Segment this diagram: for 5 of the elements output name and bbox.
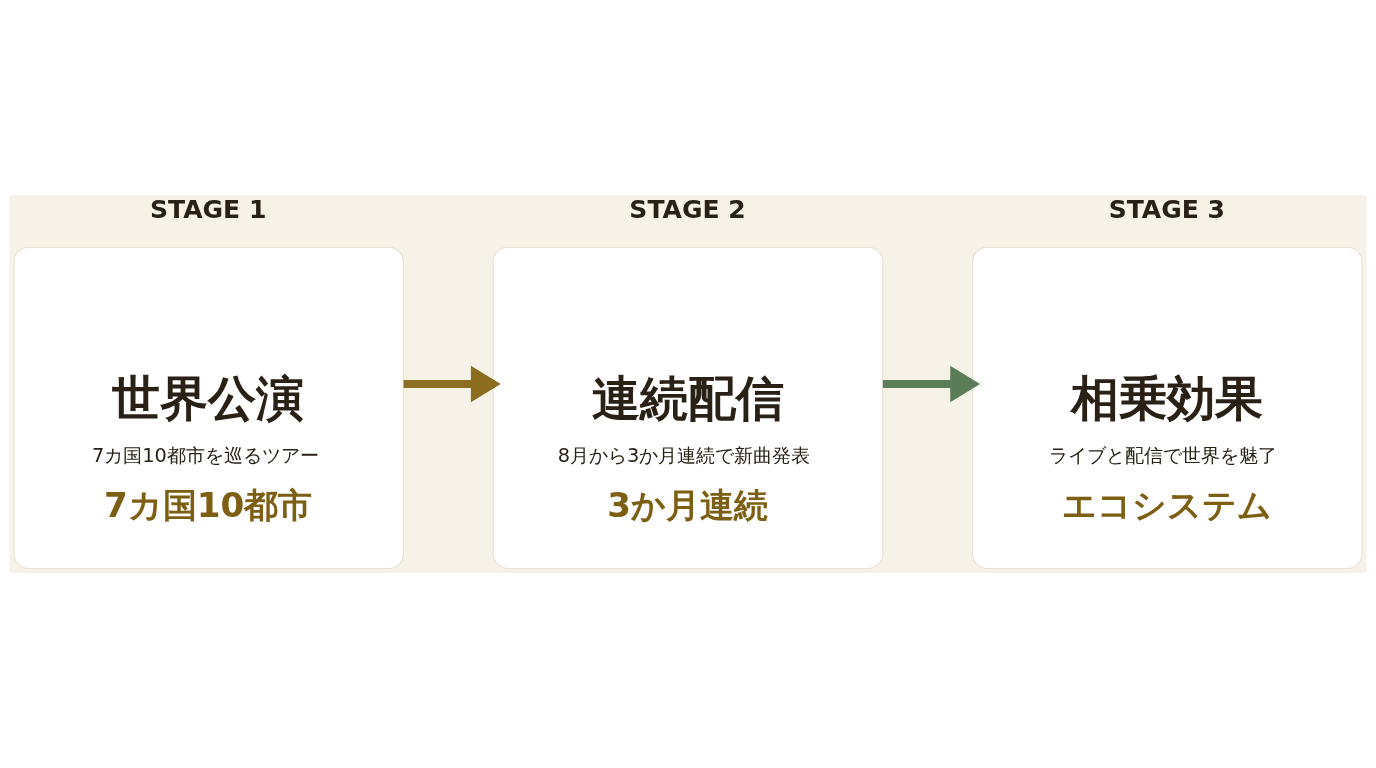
node-label: STAGE 1 <box>150 195 267 225</box>
arrow <box>882 365 981 403</box>
node-label: STAGE 3 <box>1108 195 1226 225</box>
node-label: STAGE 2 <box>629 195 746 225</box>
arrow <box>403 365 501 403</box>
